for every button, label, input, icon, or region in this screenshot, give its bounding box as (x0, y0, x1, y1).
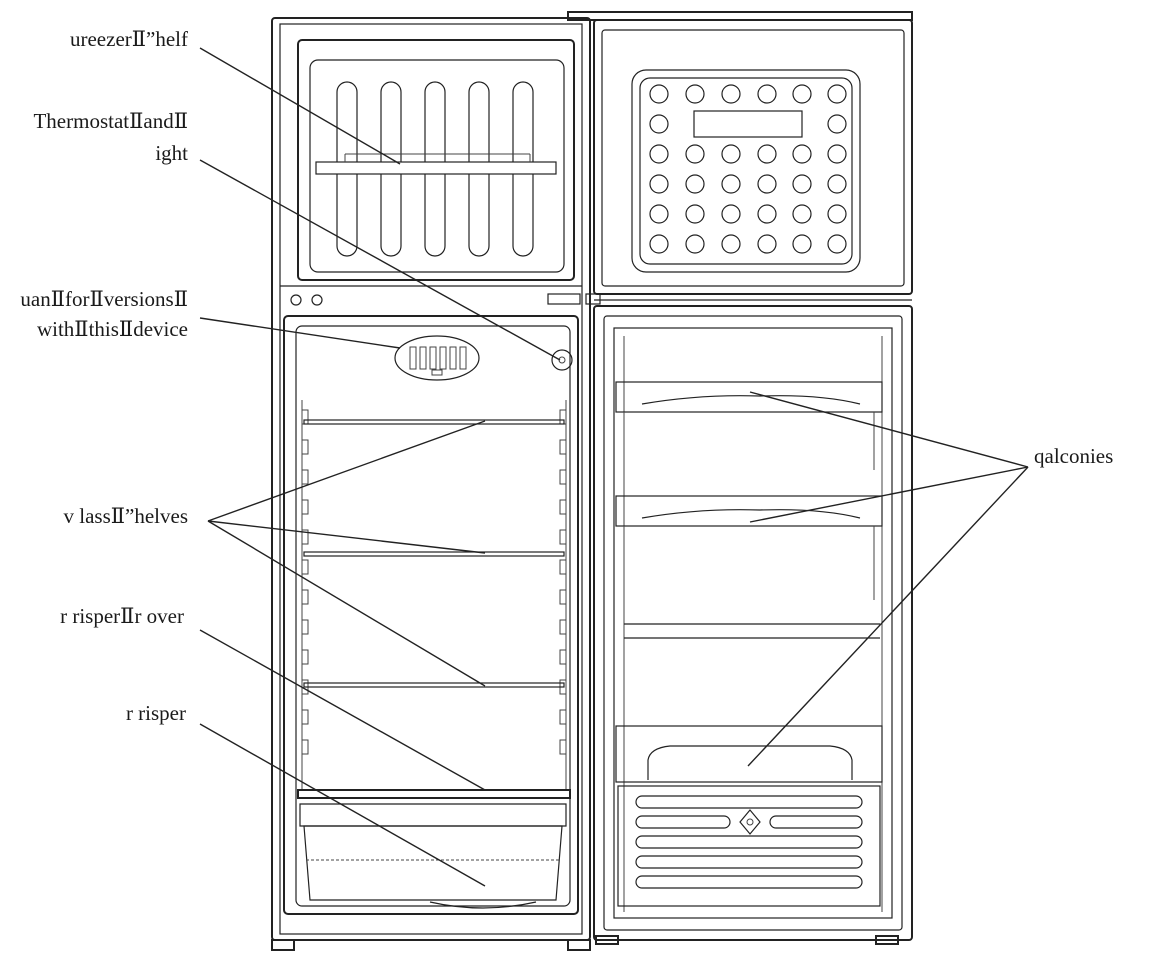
label-glass-shelves: v lassⅡ”helves (64, 504, 189, 528)
glass-shelves (303, 419, 565, 688)
crisper-drawer (299, 803, 567, 909)
fridge-compartment (283, 315, 579, 915)
callout-labels: ureezerⅡ”helf ThermostatⅡandⅡ ight uanⅡf… (20, 27, 1113, 725)
label-thermostat-line1: ThermostatⅡandⅡ (33, 109, 188, 133)
label-crisper-cover: r risperⅡr over (60, 604, 184, 628)
doors (547, 11, 913, 945)
freezer-door (567, 11, 913, 295)
label-crisper: r risper (126, 701, 186, 725)
freezer-compartment (297, 39, 575, 281)
vent-grille (617, 785, 881, 907)
fan-unit (394, 335, 480, 381)
label-freezer-shelf: ureezerⅡ”helf (70, 27, 188, 51)
freezer-shelf (315, 153, 557, 175)
label-balconies: qalconies (1034, 444, 1113, 468)
crisper-cover (297, 789, 571, 799)
label-fan-line2: withⅡthisⅡdevice (37, 317, 188, 341)
label-fan-line1: uanⅡforⅡversionsⅡ (20, 287, 188, 311)
control-knobs (280, 285, 582, 306)
cabinet (271, 17, 591, 951)
fridge-door (593, 305, 913, 945)
shelf-rails (301, 400, 567, 790)
leader-lines (199, 47, 1029, 887)
ice-tray-cells (649, 84, 847, 254)
thermostat-light (551, 349, 573, 371)
door-hinge (547, 293, 912, 305)
label-thermostat-line2: ight (155, 141, 188, 165)
door-balconies (615, 381, 883, 783)
